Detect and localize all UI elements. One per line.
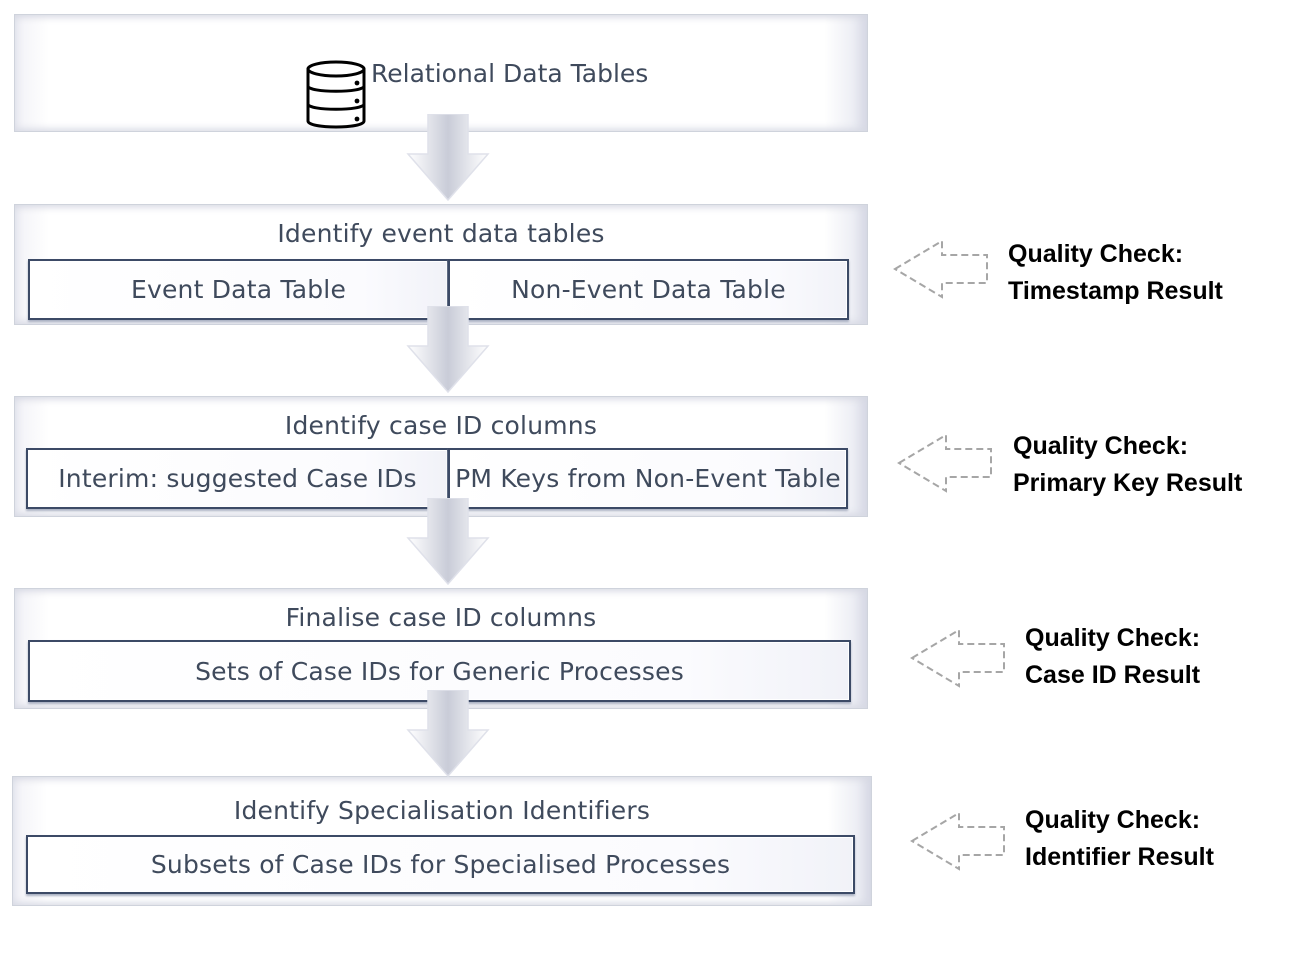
quality-check-identifier: Quality Check: Identifier Result bbox=[1025, 802, 1214, 876]
stage-finalise-case-id-columns: Finalise case ID columns Sets of Case ID… bbox=[14, 588, 868, 709]
dashed-left-arrow-icon bbox=[910, 628, 1005, 688]
flow-arrow-3 bbox=[406, 498, 490, 586]
stage-identify-case-id-columns: Identify case ID columns Interim: sugges… bbox=[14, 396, 868, 517]
flow-arrow-1 bbox=[406, 114, 490, 202]
quality-check-result: Primary Key Result bbox=[1013, 469, 1243, 497]
dashed-left-arrow-icon bbox=[910, 811, 1005, 871]
stage-relational-data-tables: Relational Data Tables bbox=[14, 14, 868, 132]
specialised-processes-box: Subsets of Case IDs for Specialised Proc… bbox=[26, 835, 855, 894]
database-icon bbox=[306, 60, 366, 129]
dashed-left-arrow-icon bbox=[897, 433, 992, 493]
stage-title: Relational Data Tables bbox=[371, 59, 649, 88]
quality-check-result: Timestamp Result bbox=[1008, 277, 1223, 305]
pm-keys-box: PM Keys from Non-Event Table bbox=[448, 448, 848, 509]
quality-check-result: Identifier Result bbox=[1025, 843, 1214, 871]
quality-check-label: Quality Check: bbox=[1008, 240, 1184, 268]
dashed-left-arrow-icon bbox=[893, 239, 988, 299]
stage-title: Finalise case ID columns bbox=[285, 603, 597, 632]
quality-check-label: Quality Check: bbox=[1025, 806, 1201, 834]
flow-arrow-2 bbox=[406, 306, 490, 394]
stage-identify-specialisation-identifiers: Identify Specialisation Identifiers Subs… bbox=[12, 776, 872, 906]
quality-check-label: Quality Check: bbox=[1013, 432, 1189, 460]
quality-check-case-id: Quality Check: Case ID Result bbox=[1025, 620, 1200, 694]
stage-title: Identify Specialisation Identifiers bbox=[233, 796, 651, 825]
stage-identify-event-data-tables: Identify event data tables Event Data Ta… bbox=[14, 204, 868, 325]
stage-title: Identify event data tables bbox=[277, 219, 605, 248]
quality-check-timestamp: Quality Check: Timestamp Result bbox=[1008, 236, 1223, 310]
interim-case-ids-box: Interim: suggested Case IDs bbox=[26, 448, 449, 509]
quality-check-label: Quality Check: bbox=[1025, 624, 1201, 652]
quality-check-primary-key: Quality Check: Primary Key Result bbox=[1013, 428, 1242, 502]
flow-arrow-4 bbox=[406, 690, 490, 778]
non-event-data-table-box: Non-Event Data Table bbox=[448, 259, 849, 320]
quality-check-result: Case ID Result bbox=[1025, 661, 1201, 689]
event-data-table-box: Event Data Table bbox=[28, 259, 449, 320]
stage-title: Identify case ID columns bbox=[284, 411, 598, 440]
